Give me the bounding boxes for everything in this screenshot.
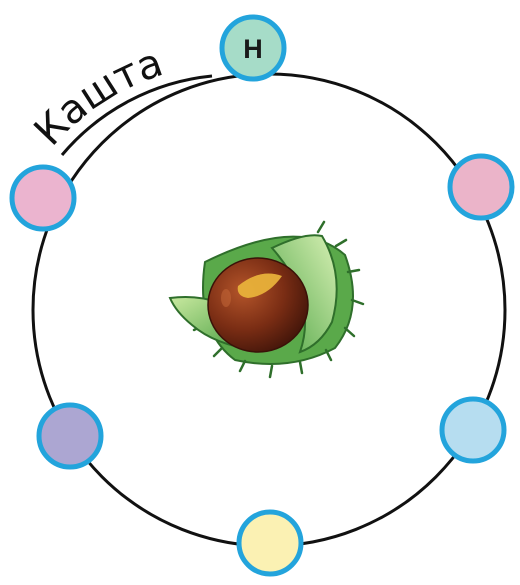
slot-upper-right[interactable] bbox=[450, 156, 512, 218]
word-title: Кашта bbox=[26, 40, 169, 155]
slot-bottom[interactable] bbox=[239, 512, 301, 574]
chestnut-icon bbox=[170, 222, 363, 377]
slot-top[interactable]: Н bbox=[222, 17, 284, 79]
slot-top-letter: Н bbox=[243, 34, 263, 64]
slot-lower-left[interactable] bbox=[39, 405, 101, 467]
slot-lower-right[interactable] bbox=[442, 399, 504, 461]
slot-upper-left[interactable] bbox=[12, 167, 74, 229]
